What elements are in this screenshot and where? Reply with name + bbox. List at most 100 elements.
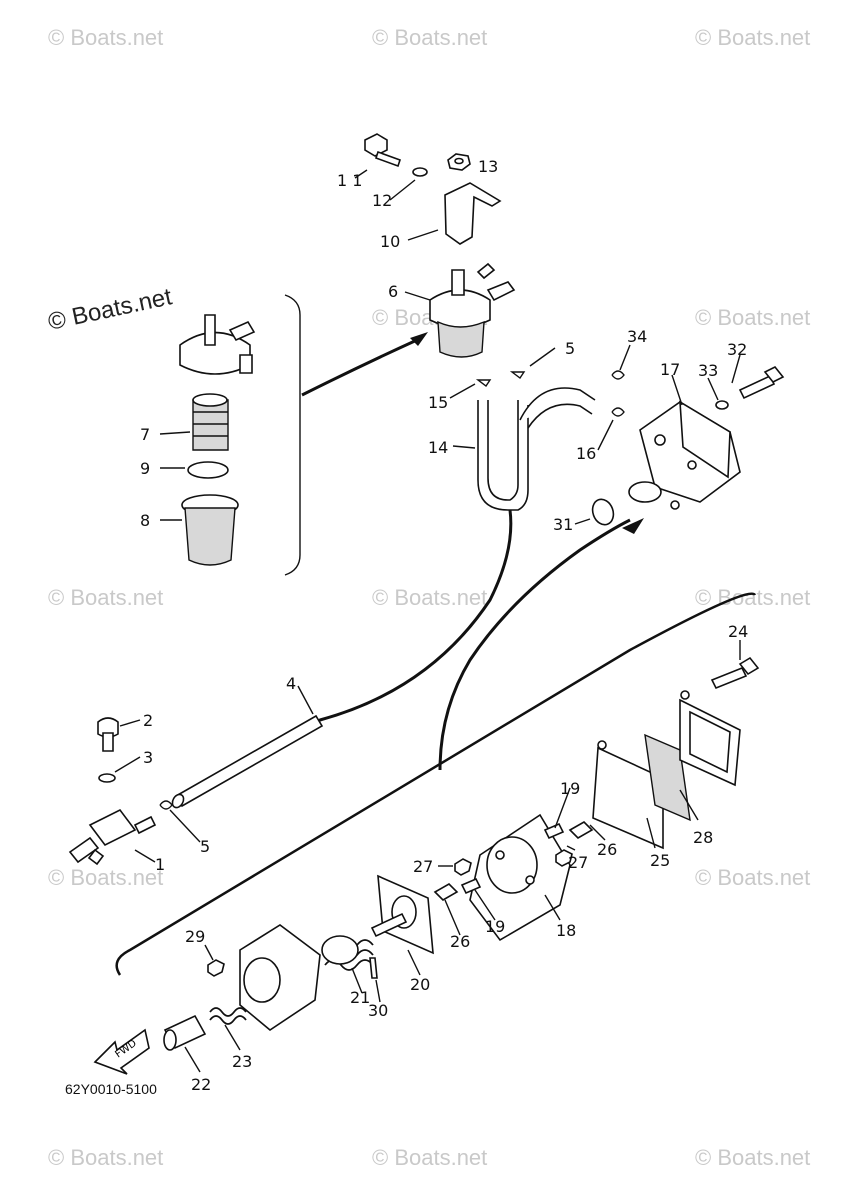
gasket-25	[592, 740, 664, 850]
watermark-large: © Boats.net	[46, 283, 175, 336]
label-19-lower: 19	[485, 917, 505, 936]
washer-3	[98, 773, 116, 783]
label-12: 12	[372, 191, 392, 210]
clip-5-lower	[159, 800, 173, 810]
screw-26-upper	[568, 821, 594, 839]
label-27-lower: 27	[413, 857, 433, 876]
nut-13	[447, 153, 471, 171]
clip-5-upper	[509, 371, 526, 380]
label-16: 16	[576, 444, 596, 463]
label-9: 9	[140, 459, 150, 478]
screw-26-lower	[433, 883, 459, 901]
inset-bracket	[284, 294, 301, 576]
label-19-upper: 19	[560, 779, 580, 798]
watermark: © Boats.net	[48, 25, 163, 50]
bolt-2	[97, 717, 119, 752]
label-26-upper: 26	[597, 840, 617, 859]
label-24: 24	[728, 622, 748, 641]
bolt-11	[364, 133, 402, 168]
filter-cap-inset	[179, 314, 256, 375]
label-29: 29	[185, 927, 205, 946]
label-3: 3	[143, 748, 153, 767]
label-34: 34	[627, 327, 647, 346]
label-22: 22	[191, 1075, 211, 1094]
watermark: © Boats.net	[695, 25, 810, 50]
hose-4	[171, 714, 324, 809]
nut-29	[207, 959, 225, 977]
washer-12	[412, 167, 428, 177]
watermark: © Boats.net	[695, 305, 810, 330]
label-21: 21	[350, 988, 370, 1007]
label-33: 33	[698, 361, 718, 380]
label-4: 4	[286, 674, 296, 693]
label-6: 6	[388, 282, 398, 301]
label-26-lower: 26	[450, 932, 470, 951]
label-5-lower: 5	[200, 837, 210, 856]
spring-23	[209, 1007, 247, 1025]
o-ring-31	[591, 498, 615, 526]
cover-pump	[239, 924, 321, 1031]
nut-27-upper	[555, 849, 573, 867]
label-13: 13	[478, 157, 498, 176]
joint-1	[68, 808, 157, 866]
filter-cup-8	[181, 494, 239, 566]
pump-pointer-arrow	[622, 518, 644, 534]
filter-element-7	[192, 393, 229, 451]
o-ring-9	[187, 461, 229, 479]
label-5-upper: 5	[565, 339, 575, 358]
label-17: 17	[660, 360, 680, 379]
fwd-arrow-icon: FWD	[93, 1028, 150, 1075]
hose-4-line	[179, 509, 513, 802]
part-labels: 1 1 12 13 10 6 15 14 5 16 31 34 17 33 32…	[140, 157, 748, 1094]
nut-27-lower	[454, 858, 472, 876]
watermarks: © Boats.net © Boats.net © Boats.net © Bo…	[48, 25, 810, 1170]
fuel-filter-6	[429, 262, 516, 358]
watermark: © Boats.net	[372, 1145, 487, 1170]
watermark: © Boats.net	[695, 865, 810, 890]
watermark: © Boats.net	[372, 25, 487, 50]
label-8: 8	[140, 511, 150, 530]
valve-19-upper	[543, 822, 565, 840]
clip-15	[475, 379, 492, 388]
label-28: 28	[693, 828, 713, 847]
washer-33	[715, 400, 729, 410]
cover-28	[644, 690, 741, 822]
pump-body-18	[469, 813, 571, 942]
label-1: 1	[155, 855, 165, 874]
label-15: 15	[428, 393, 448, 412]
label-32: 32	[727, 340, 747, 359]
label-23: 23	[232, 1052, 252, 1071]
label-31: 31	[553, 515, 573, 534]
pin-30	[369, 957, 378, 979]
spring-21	[321, 935, 374, 971]
fuel-pump-17	[628, 400, 741, 510]
label-27-upper: 27	[568, 853, 588, 872]
clip-16	[611, 407, 625, 417]
section-line	[115, 592, 757, 976]
inset-pointer-line	[301, 338, 418, 397]
label-2: 2	[143, 711, 153, 730]
bolt-32	[738, 365, 785, 400]
diagram-code: 62Y0010-5100	[65, 1081, 157, 1097]
label-20: 20	[410, 975, 430, 994]
watermark: © Boats.net	[695, 585, 810, 610]
plunger-22	[163, 1014, 207, 1051]
label-14: 14	[428, 438, 448, 457]
watermark: © Boats.net	[48, 865, 163, 890]
hose-14	[477, 387, 596, 511]
bracket-10	[444, 182, 502, 245]
label-7: 7	[140, 425, 150, 444]
watermark: © Boats.net	[695, 1145, 810, 1170]
inset-pointer-arrow	[410, 332, 428, 346]
valve-19-lower	[460, 877, 482, 895]
clip-34	[611, 370, 625, 380]
label-30: 30	[368, 1001, 388, 1020]
watermark: © Boats.net	[372, 585, 487, 610]
label-11: 1 1	[337, 171, 362, 190]
label-10: 10	[380, 232, 400, 251]
diaphragm-20	[370, 874, 434, 955]
bolt-24	[710, 656, 760, 690]
label-18: 18	[556, 921, 576, 940]
label-25: 25	[650, 851, 670, 870]
